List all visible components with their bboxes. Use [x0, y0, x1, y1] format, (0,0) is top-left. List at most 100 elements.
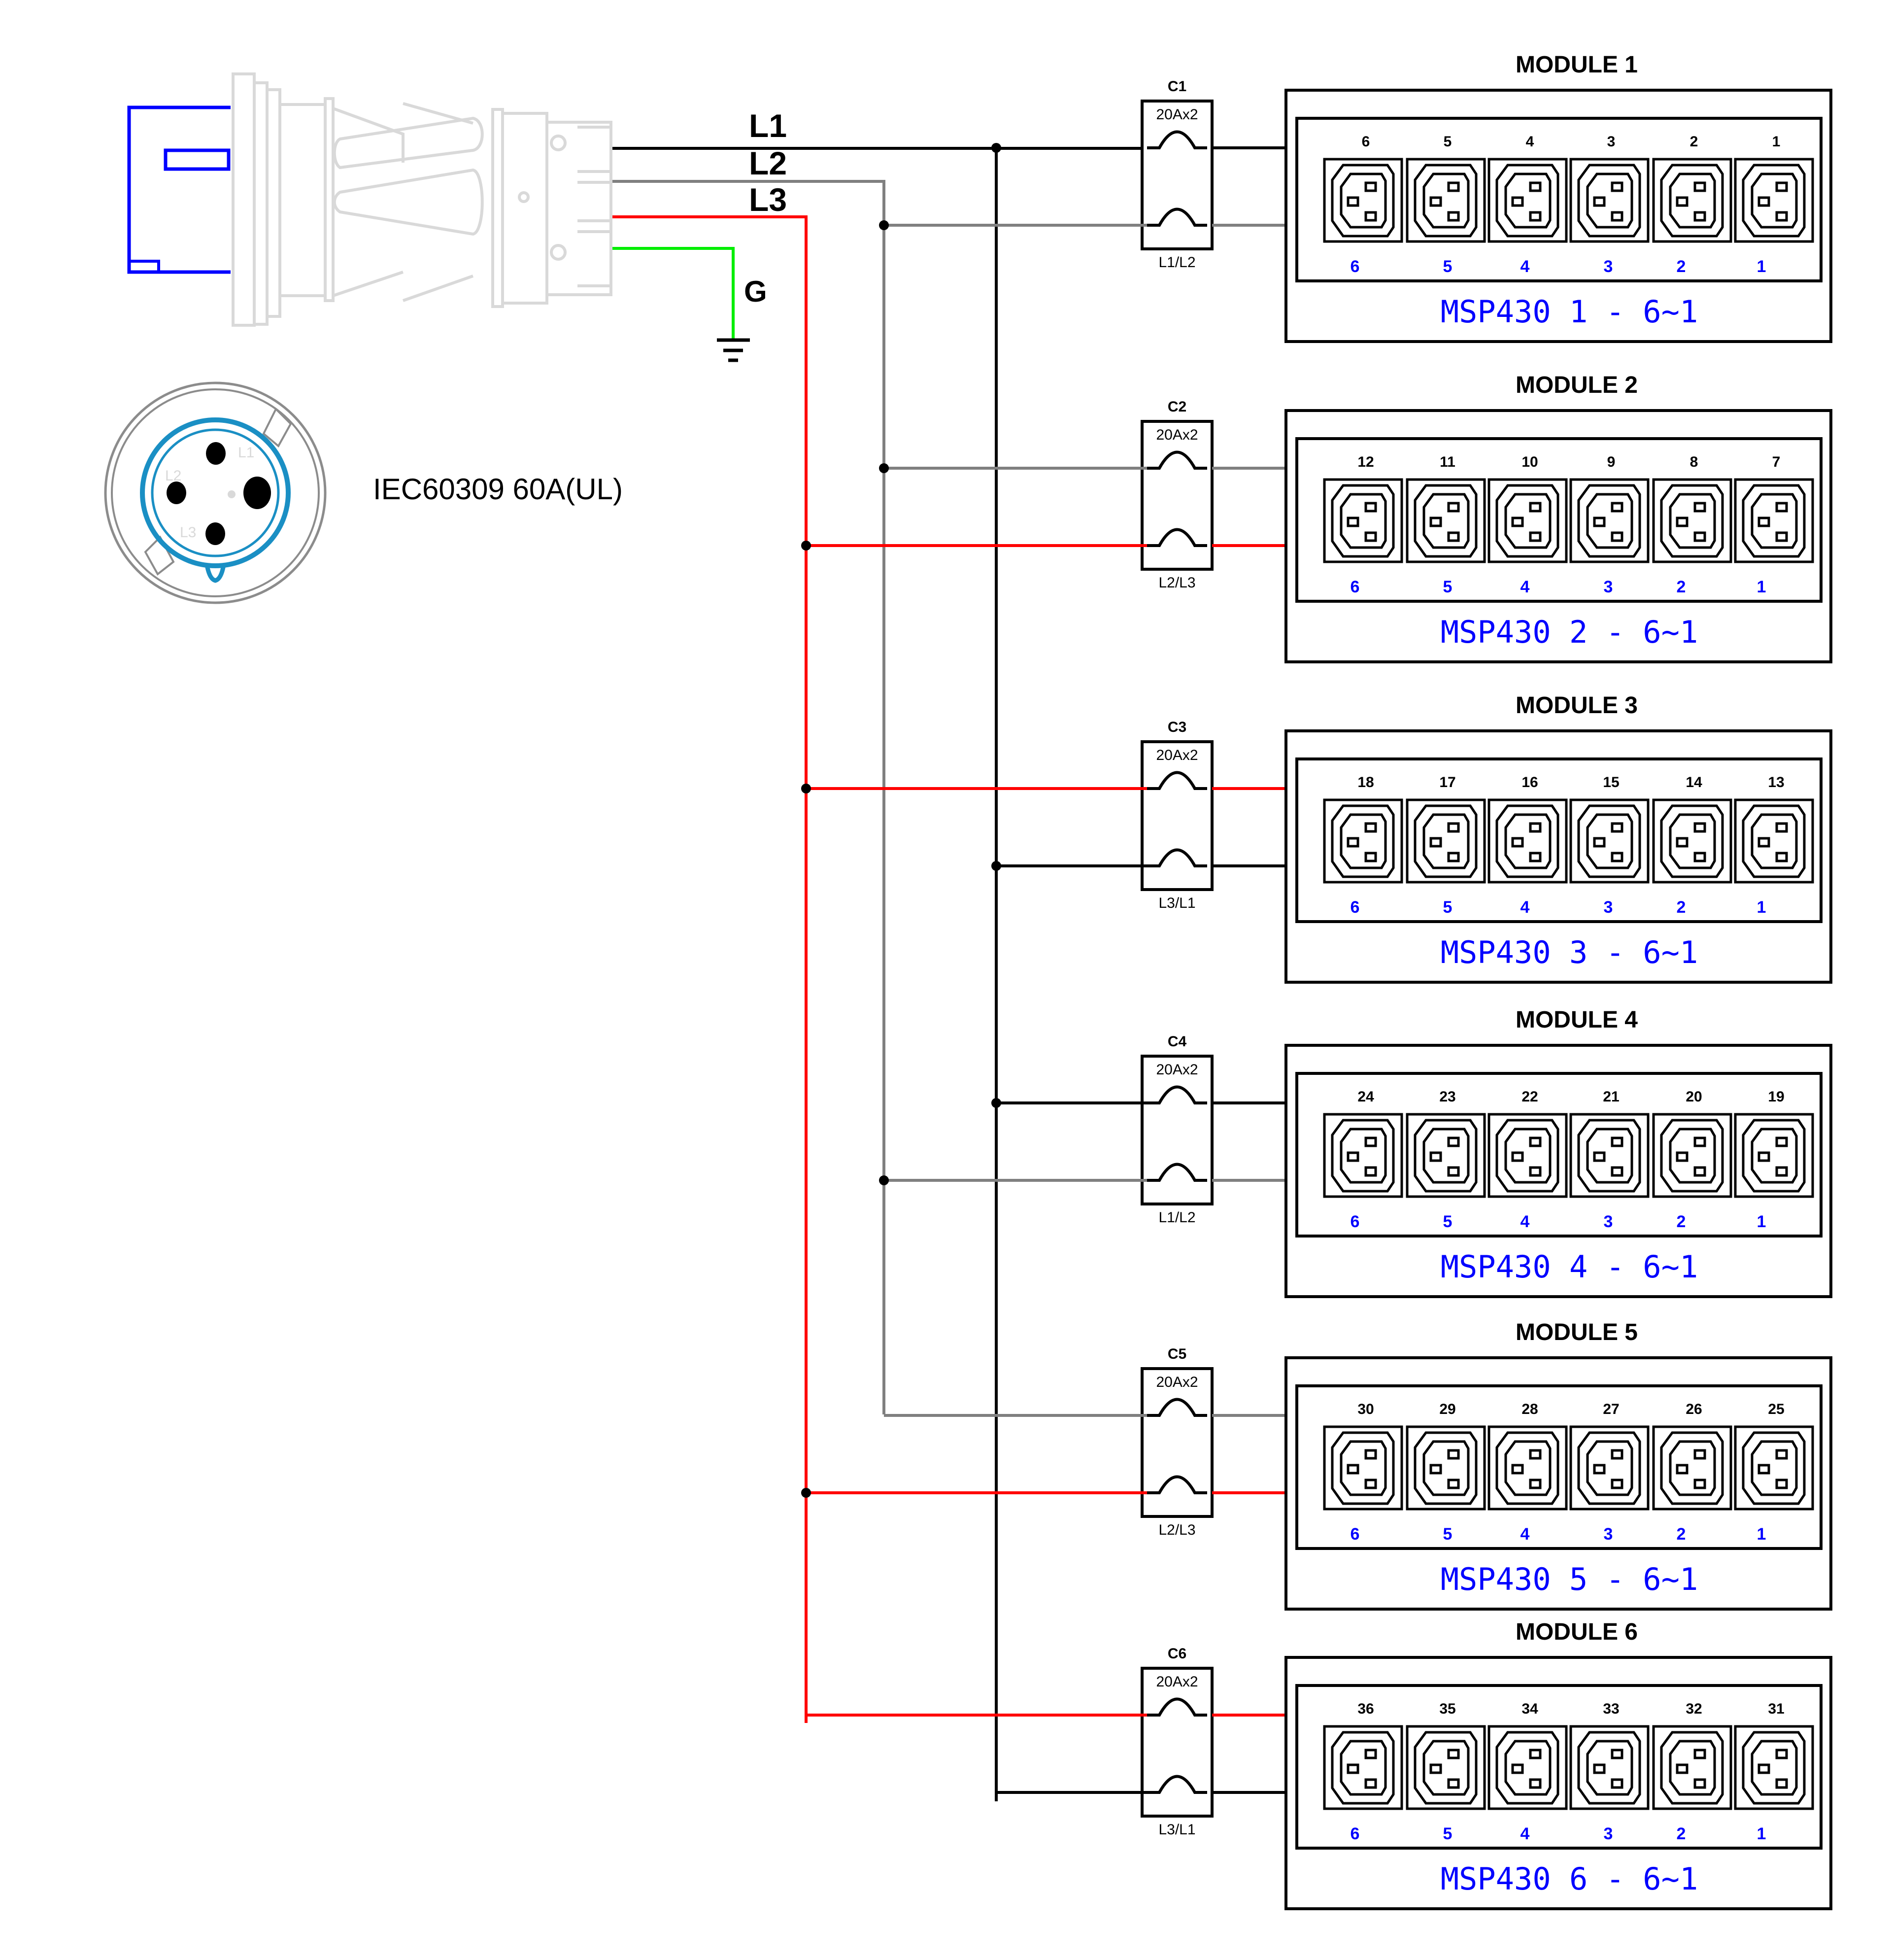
outlet-number: 29	[1439, 1401, 1455, 1417]
pin-label-L2: L2	[165, 468, 181, 484]
outlet-number: 20	[1686, 1089, 1702, 1105]
outlet-c13[interactable]: 246	[1323, 1089, 1403, 1231]
outlet-c13[interactable]: 213	[1569, 1089, 1650, 1231]
module-title: MODULE 5	[1516, 1319, 1638, 1345]
outlet-inner-icon	[1669, 493, 1716, 549]
module-caption: MSP430 6 - 6~1	[1441, 1861, 1698, 1897]
outlet-pin-icon	[1347, 1763, 1359, 1774]
outlet-c13[interactable]: 235	[1406, 1089, 1486, 1231]
outlet-frame	[1323, 1425, 1403, 1511]
outlet-c13[interactable]: 333	[1569, 1701, 1650, 1843]
outlet-shroud-icon	[1577, 1731, 1641, 1805]
module-caption: MSP430 2 - 6~1	[1441, 614, 1698, 650]
outlet-number: 4	[1526, 134, 1534, 150]
outlet-c13[interactable]: 142	[1652, 774, 1732, 917]
outlet-c13[interactable]: 251	[1734, 1401, 1814, 1544]
outlet-pin-icon	[1693, 181, 1706, 192]
outlet-pin-icon	[1593, 516, 1606, 527]
junction-dot	[991, 143, 1001, 153]
module-title: MODULE 6	[1516, 1619, 1638, 1645]
outlet-c13[interactable]: 224	[1487, 1089, 1568, 1231]
plug-terminal-block	[545, 121, 612, 296]
outlet-position: 6	[1351, 898, 1360, 917]
outlet-position: 6	[1351, 1525, 1360, 1544]
outlet-c13[interactable]: 20 2	[1652, 1089, 1732, 1231]
outlet-c13[interactable]: 366	[1323, 1701, 1403, 1843]
outlet-pin-icon	[1347, 837, 1359, 848]
outlet-c13[interactable]: 306	[1323, 1401, 1403, 1544]
outlet-pin-icon	[1347, 196, 1359, 207]
outlet-number: 5	[1444, 134, 1452, 150]
outlet-c13[interactable]: 66	[1323, 134, 1403, 276]
outlet-frame	[1734, 1425, 1814, 1511]
outlet-c13[interactable]: 82	[1652, 454, 1732, 596]
outlet-c13[interactable]: 11	[1734, 134, 1814, 276]
outlet-c13[interactable]: 153	[1569, 774, 1650, 917]
junction-dot	[879, 1175, 889, 1185]
outlet-c13[interactable]: 262	[1652, 1401, 1732, 1544]
outlet-c13[interactable]: 115	[1406, 454, 1486, 596]
outlet-frame	[1652, 158, 1732, 243]
outlet-pin-icon	[1447, 502, 1460, 513]
outlet-pin-icon	[1511, 1464, 1524, 1475]
outlet-c13[interactable]: 55	[1406, 134, 1486, 276]
outlet-c13[interactable]: 131	[1734, 774, 1814, 917]
outlet-c13[interactable]: 186	[1323, 774, 1403, 917]
outlet-inner-icon	[1340, 1740, 1387, 1796]
outlet-c13[interactable]: 344	[1487, 1701, 1568, 1843]
breaker-name: C1	[1168, 78, 1186, 95]
outlet-pin-icon	[1429, 837, 1442, 848]
outlet-c13[interactable]: 273	[1569, 1401, 1650, 1544]
outlet-pin-icon	[1611, 1479, 1623, 1489]
outlet-c13[interactable]: 295	[1406, 1401, 1486, 1544]
outlet-c13[interactable]: 22	[1652, 134, 1732, 276]
outlet-strip	[1295, 757, 1823, 923]
outlet-position: 6	[1351, 257, 1360, 276]
outlet-c13[interactable]: 284	[1487, 1401, 1568, 1544]
outlet-pin-icon	[1593, 1464, 1606, 1475]
outlet-pin-icon	[1529, 1749, 1542, 1759]
outlet-c13[interactable]: 175	[1406, 774, 1486, 917]
outlet-pin-icon	[1693, 852, 1706, 862]
outlet-position: 1	[1757, 1212, 1766, 1231]
outlet-inner-icon	[1751, 1740, 1798, 1796]
outlet-c13[interactable]: 322	[1652, 1701, 1732, 1843]
outlet-shroud-icon	[1660, 1431, 1724, 1505]
outlet-c13[interactable]: 71	[1734, 454, 1814, 596]
outlet-c13[interactable]: 164	[1487, 774, 1568, 917]
outlet-c13[interactable]: 355	[1406, 1701, 1486, 1843]
breaker-contact	[1147, 1697, 1207, 1717]
outlet-inner-icon	[1340, 813, 1387, 869]
outlet-c13[interactable]: 44	[1487, 134, 1568, 276]
outlet-inner-icon	[1586, 1440, 1633, 1496]
outlet-position: 2	[1677, 1212, 1686, 1231]
outlet-number: 24	[1357, 1089, 1374, 1105]
outlet-c13[interactable]: 126	[1323, 454, 1403, 596]
outlet-number: 27	[1603, 1401, 1619, 1417]
outlet-pin-icon	[1775, 1136, 1788, 1147]
outlet-pin-icon	[1364, 1449, 1377, 1460]
wire-label-L2: L2	[749, 145, 787, 181]
junction-dot	[801, 541, 811, 550]
outlet-strip	[1295, 117, 1823, 282]
outlet-frame	[1652, 1113, 1732, 1198]
outlet-pin-icon	[1676, 1151, 1689, 1162]
outlet-c13[interactable]: 33	[1569, 134, 1650, 276]
outlet-pin-icon	[1511, 837, 1524, 848]
outlet-c13[interactable]: 311	[1734, 1701, 1814, 1843]
outlet-inner-icon	[1751, 813, 1798, 869]
outlet-c13[interactable]: 191	[1734, 1089, 1814, 1231]
outlet-number: 22	[1521, 1089, 1538, 1105]
outlet-frame	[1734, 478, 1814, 563]
outlet-frame	[1652, 1425, 1732, 1511]
outlet-frame	[1734, 158, 1814, 243]
outlet-pin-icon	[1529, 822, 1542, 833]
outlet-pin-icon	[1447, 1136, 1460, 1147]
outlet-pin-icon	[1447, 1479, 1460, 1489]
module-caption: MSP430 3 - 6~1	[1441, 934, 1698, 970]
outlet-c13[interactable]: 104	[1487, 454, 1568, 596]
outlet-pin-icon	[1347, 1151, 1359, 1162]
outlet-position: 3	[1604, 257, 1613, 276]
outlet-c13[interactable]: 93	[1569, 454, 1650, 596]
